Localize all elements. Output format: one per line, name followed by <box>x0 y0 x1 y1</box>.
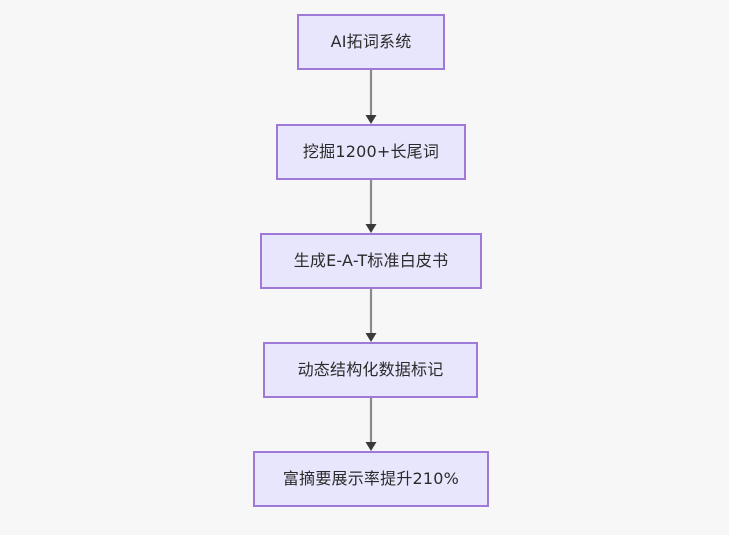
arrowhead-icon <box>365 115 377 124</box>
flowchart-node-dynamic-structured-data-markup[interactable]: 动态结构化数据标记 <box>263 342 478 398</box>
flowchart-node-label: 挖掘1200+长尾词 <box>302 142 440 162</box>
flowchart-edge <box>365 70 377 124</box>
flowchart-node-mine-longtail-keywords[interactable]: 挖掘1200+长尾词 <box>276 124 466 180</box>
flowchart-node-label: 动态结构化数据标记 <box>297 360 444 380</box>
flowchart-edge <box>365 398 377 451</box>
arrowhead-icon <box>365 333 377 342</box>
flowchart-node-label: AI拓词系统 <box>330 32 412 52</box>
flowchart-edge <box>365 289 377 342</box>
arrowhead-icon <box>365 442 377 451</box>
flowchart-node-generate-eat-whitepaper[interactable]: 生成E-A-T标准白皮书 <box>260 233 482 289</box>
flowchart-node-label: 富摘要展示率提升210% <box>282 469 460 489</box>
flowchart-edge <box>365 180 377 233</box>
arrowhead-icon <box>365 224 377 233</box>
flowchart-node-rich-snippet-rate-increase[interactable]: 富摘要展示率提升210% <box>253 451 489 507</box>
flowchart-node-ai-keyword-system[interactable]: AI拓词系统 <box>297 14 445 70</box>
flowchart-node-label: 生成E-A-T标准白皮书 <box>293 251 449 271</box>
